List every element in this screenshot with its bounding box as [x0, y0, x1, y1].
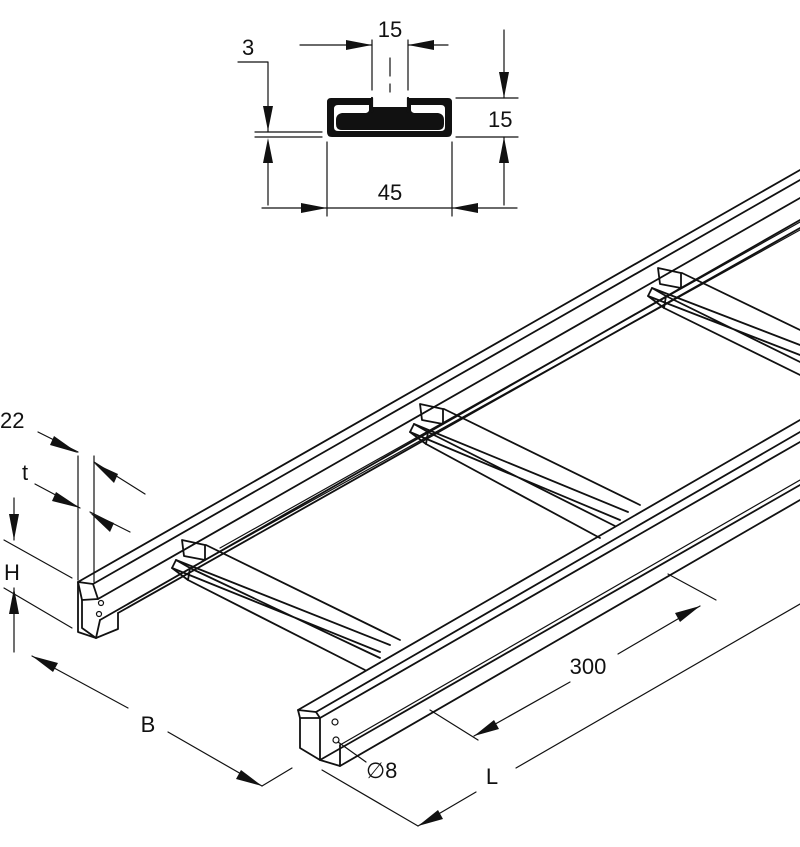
ladder-thickness-dimension: t: [22, 460, 131, 533]
rung-width-dimension: 22: [0, 408, 146, 583]
rung-spacing-label: 300: [570, 654, 607, 679]
slot-edges: [370, 96, 410, 114]
ladder-length-dimension: L: [321, 603, 800, 827]
ladder-dimensions: 22 t H B: [0, 408, 800, 827]
rung-width-label: 22: [0, 408, 24, 433]
back-rail-inner-flange: [204, 229, 800, 561]
thickness-dimension: 3: [237, 35, 323, 206]
rail-hole: [331, 718, 339, 726]
width-dimension: 45: [261, 141, 518, 217]
front-side-rail: [297, 419, 800, 767]
back-side-rail: [77, 169, 800, 639]
hole-diameter-callout: ∅8: [337, 741, 397, 783]
slot-width-label: 15: [378, 17, 402, 42]
rung-spacing-dimension: 300: [429, 573, 717, 741]
hole-diameter-label: ∅8: [366, 758, 397, 783]
ladder-height-label: H: [4, 560, 20, 585]
rung-1: [171, 539, 401, 671]
ladder-thickness-label: t: [22, 460, 28, 485]
rail-hole: [97, 599, 105, 607]
rail-hole: [332, 736, 340, 744]
slot-width-dimension: 15: [299, 17, 449, 91]
c-profile-slot: [372, 96, 408, 107]
ladder-width-label: B: [141, 712, 156, 737]
profile-cross-section: 15 3 15 45: [237, 17, 519, 217]
height-label: 15: [488, 107, 512, 132]
ladder-width-dimension: B: [31, 655, 293, 787]
ladder-length-label: L: [486, 764, 498, 789]
height-dimension: 15: [455, 29, 519, 206]
rung-3: [647, 267, 800, 376]
back-rail-lip: [219, 221, 800, 549]
front-rail-lower-flange: [339, 479, 800, 746]
rail-hole: [95, 610, 103, 618]
thickness-label: 3: [242, 35, 254, 60]
width-label: 45: [378, 180, 402, 205]
ladder-height-dimension: H: [3, 497, 73, 653]
c-profile-shape: [327, 98, 452, 137]
cable-ladder-isometric: [77, 169, 800, 767]
